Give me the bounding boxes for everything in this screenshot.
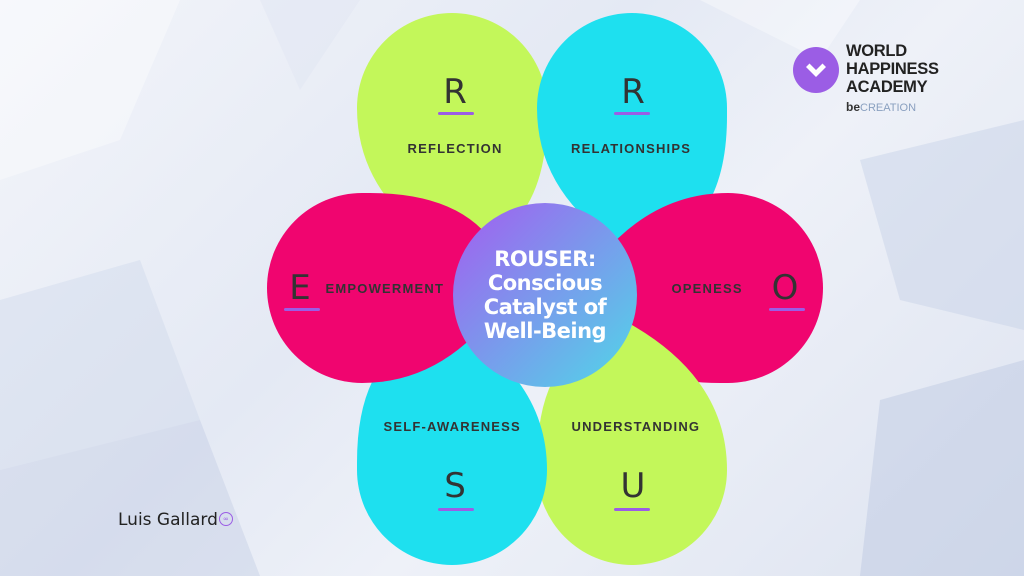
petal-letter-empowerment: E — [289, 268, 311, 308]
petal-underline-openess — [769, 308, 805, 311]
petal-underline-relationships — [614, 112, 650, 115]
petal-letter-relationships: R — [621, 72, 645, 112]
petal-reflection — [357, 13, 547, 253]
circle-link-icon: ∞ — [218, 512, 233, 526]
petal-label-reflection: REFLECTION — [407, 140, 503, 156]
petal-empowerment — [267, 193, 512, 383]
logo-sub-be: be — [846, 100, 861, 114]
logo-sub-creation: CREATION — [860, 102, 917, 114]
petal-label-self-awareness: SELF-AWARENESS — [383, 418, 521, 434]
petal-letter-self-awareness: S — [444, 466, 466, 506]
petal-underline-empowerment — [284, 308, 320, 311]
petal-label-openess: OPENESS — [671, 280, 743, 296]
world-happiness-academy-logo: WORLD HAPPINESS ACADEMY beCREATION — [792, 42, 952, 122]
heart-check-icon — [793, 47, 839, 93]
petal-letter-openess: O — [771, 268, 799, 308]
petal-label-empowerment: EMPOWERMENT — [325, 280, 445, 296]
center-title-line-3: Catalyst of — [483, 295, 607, 319]
petal-self-awareness — [357, 325, 547, 565]
center-title-line-4: Well-Being — [483, 319, 607, 343]
logo-title-line-1: WORLD — [846, 42, 907, 60]
logo-title-line-3: ACADEMY — [846, 78, 928, 96]
petal-underline-self-awareness — [438, 508, 474, 511]
logo-title: WORLD HAPPINESS ACADEMY — [846, 42, 939, 96]
logo-title-line-2: HAPPINESS — [846, 60, 939, 78]
center-title: ROUSER: Conscious Catalyst of Well-Being — [455, 215, 635, 375]
petal-understanding — [537, 325, 727, 565]
center-title-line-2: Conscious — [487, 271, 603, 295]
petal-relationships — [537, 13, 727, 253]
petal-letter-understanding: U — [620, 466, 646, 506]
center-title-line-1: ROUSER: — [494, 247, 596, 271]
petal-underline-reflection — [438, 112, 474, 115]
author-name: Luis Gallard — [118, 510, 218, 530]
petal-label-relationships: RELATIONSHIPS — [571, 140, 692, 156]
petal-letter-reflection: R — [443, 72, 467, 112]
petal-underline-understanding — [614, 508, 650, 511]
author-signature: Luis Gallard∞ — [118, 510, 233, 530]
center-circle — [453, 203, 637, 387]
logo-subtitle: beCREATION — [846, 100, 916, 114]
petal-label-understanding: UNDERSTANDING — [571, 418, 701, 434]
